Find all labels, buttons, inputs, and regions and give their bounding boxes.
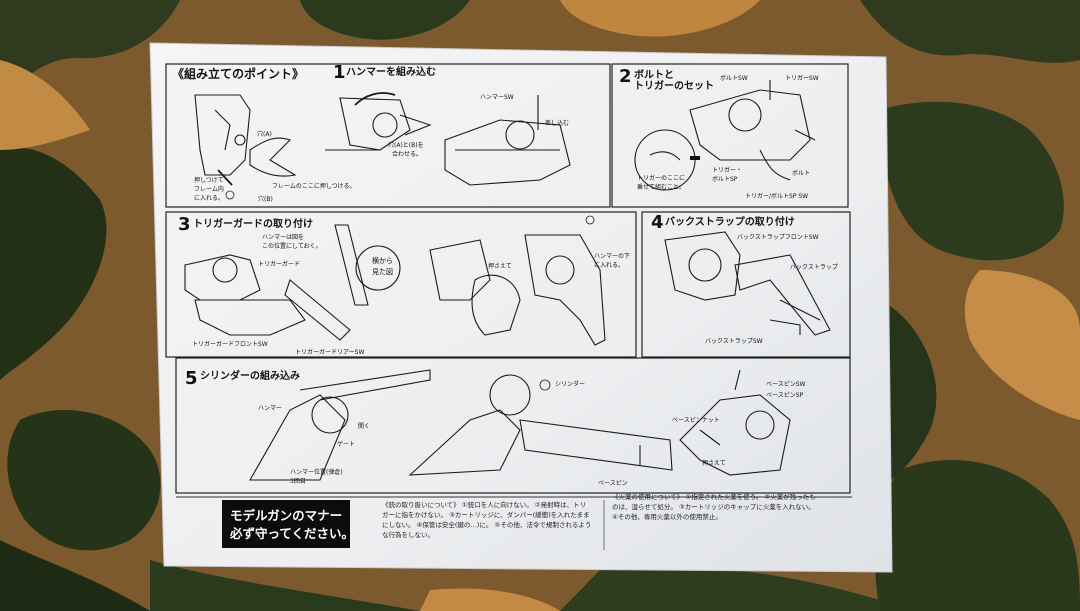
manner-line-2: 必ず守ってください。 <box>230 526 355 541</box>
label-bolt: ボルト <box>792 170 811 177</box>
label-press: 押さえて <box>488 263 512 270</box>
step-2-title: ボルトと トリガーのセット <box>634 70 714 92</box>
label-trigger-here-1: トリガーのここに <box>637 175 686 182</box>
label-insert-3: に入れる。 <box>594 262 625 269</box>
label-tg-front-sw: トリガーガードフロントSW <box>192 341 268 348</box>
label-gate: ゲート <box>337 441 356 448</box>
label-cylinder: シリンダー <box>555 381 586 388</box>
label-base-pin: ベースピン <box>598 480 628 487</box>
step-3-title: トリガーガードの取り付け <box>193 219 313 230</box>
label-bolt-sw: ボルトSW <box>720 75 748 82</box>
label-trigger-here-2: 乗せて組むこと。 <box>637 184 686 191</box>
label-base-pin-sw: ベースピンSW <box>766 381 806 388</box>
label-base-pin-nut: ベースピンナット <box>672 417 720 424</box>
label-frame-attach: フレームのここに押しつける。 <box>272 183 356 190</box>
safety-note-powder: 《火薬の使用について》 ①指定された火薬を使う。 ②火薬が残ったものは、湿らせて… <box>612 493 816 521</box>
label-hammer-down: ハンマーの下 <box>594 253 631 260</box>
label-insert-2: 差し込む <box>545 120 570 127</box>
label-trigger-bolt-sp: トリガー/ボルトSP SW <box>745 193 809 200</box>
label-bolt-sp: ボルトSP <box>712 176 738 183</box>
label-open: 開く <box>358 423 371 430</box>
label-trigger-bolt: トリガー・ <box>712 167 743 174</box>
header-title: 《組み立てのポイント》 <box>172 67 305 81</box>
step-4-number: 4 <box>651 212 664 233</box>
step-1-title: ハンマーを組み込む <box>346 67 436 78</box>
label-insert: に入れる。 <box>194 195 225 202</box>
safety-note-handling: 《銃の取り扱いについて》 ①銃口を人に向けない。 ②発射時は、トリガーに指をかけ… <box>382 501 592 539</box>
step-1-number: 1 <box>333 62 346 83</box>
step-5-title: シリンダーの組み込み <box>200 371 300 382</box>
label-align-2: 合わせる。 <box>392 151 423 158</box>
label-trigger-guard: トリガーガード <box>258 261 301 268</box>
step-5-number: 5 <box>185 368 198 389</box>
step-4-title: バックストラップの取り付け <box>665 217 795 228</box>
label-trigger-sw: トリガーSW <box>785 75 819 82</box>
label-bs-front-sw: バックストラップフロントSW <box>737 234 819 241</box>
step-2-number: 2 <box>619 66 632 87</box>
label-from-side-1: 横から <box>372 257 393 265</box>
label-from-side-2: 見た図 <box>372 268 393 276</box>
label-hammer-pos-2: この位置にしておく。 <box>262 243 322 250</box>
label-bs-sw: バックストラップSW <box>705 338 763 345</box>
label-frame: フレーム内 <box>194 186 224 193</box>
label-tg-rear-sw: トリガーガードリアーSW <box>295 349 365 356</box>
step-3-number: 3 <box>178 214 191 235</box>
label-hammer-pos-5-2: 3回目 <box>290 478 306 485</box>
label-hammer-pos-1: ハンマーは図を <box>262 234 305 241</box>
label-hole-b: 穴(B) <box>258 196 273 203</box>
label-hammer: ハンマー <box>258 405 283 412</box>
manner-box: モデルガンのマナー 必ず守ってください。 <box>222 500 354 548</box>
label-backstrap: バックストラップ <box>790 264 838 271</box>
label-push: 押しつけて <box>194 177 224 184</box>
label-hammer-sw: ハンマーSW <box>480 94 514 101</box>
label-base-pin-spring: ベースピンSP <box>766 392 804 399</box>
label-press-5: 押さえて <box>702 460 726 467</box>
label-hole-a: 穴(A) <box>257 131 272 138</box>
label-hammer-pos-5-1: ハンマー位置(弾倉) <box>290 469 343 476</box>
manner-line-1: モデルガンのマナー <box>230 508 343 523</box>
label-align-1: 穴(A)と(B)を <box>388 142 424 149</box>
